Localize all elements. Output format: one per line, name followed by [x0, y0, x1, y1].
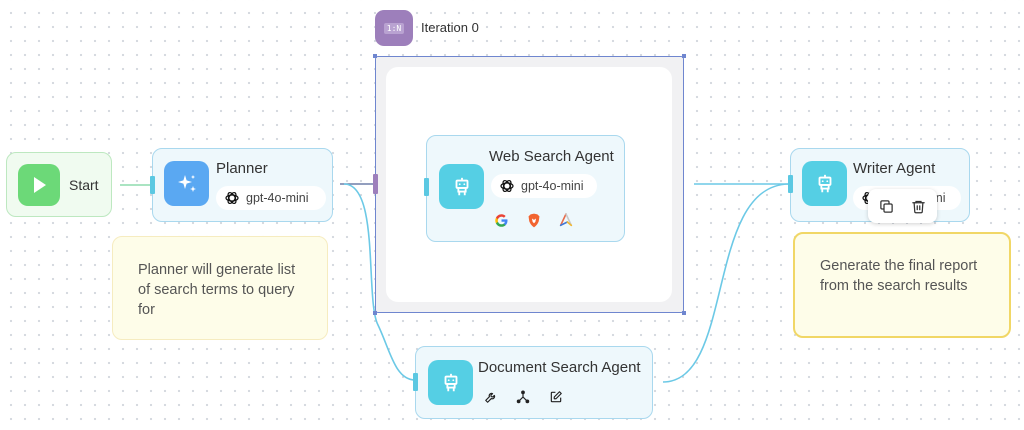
web-search-model-chip[interactable]: gpt-4o-mini [491, 174, 597, 198]
graph-icon[interactable] [514, 388, 532, 406]
writer-input-handle[interactable] [788, 175, 793, 193]
copy-icon[interactable] [877, 197, 895, 215]
planner-label: Planner [216, 160, 268, 177]
selection-handle-tr[interactable] [682, 54, 686, 58]
robot-icon [439, 164, 484, 209]
arxiv-icon[interactable] [557, 211, 575, 229]
planner-note-text: Planner will generate list of search ter… [138, 262, 296, 318]
wrench-icon[interactable] [482, 388, 500, 406]
planner-model-chip[interactable]: gpt-4o-mini [216, 186, 326, 210]
iteration-label: Iteration 0 [421, 20, 479, 35]
document-search-agent-node[interactable]: Document Search Agent [415, 346, 653, 419]
selection-handle-br[interactable] [682, 311, 686, 315]
iteration-badge: 1:N [375, 10, 413, 46]
brave-icon[interactable] [525, 211, 543, 229]
start-label: Start [69, 177, 99, 193]
web-search-agent-node[interactable]: Web Search Agent gpt-4o-mini [426, 135, 625, 242]
web-search-model-label: gpt-4o-mini [521, 179, 584, 193]
planner-model-label: gpt-4o-mini [246, 191, 309, 205]
google-icon[interactable] [492, 211, 510, 229]
document-search-agent-label: Document Search Agent [478, 359, 641, 376]
openai-icon [225, 191, 239, 205]
writer-note-text: Generate the final report from the searc… [820, 258, 978, 294]
trash-icon[interactable] [909, 197, 927, 215]
openai-icon [500, 179, 514, 193]
start-node[interactable]: Start [6, 152, 112, 217]
web-search-input-handle[interactable] [424, 178, 429, 196]
planner-input-handle[interactable] [150, 176, 155, 194]
sparkle-icon [164, 161, 209, 206]
selection-handle-bl[interactable] [373, 311, 377, 315]
web-search-agent-label: Web Search Agent [489, 148, 614, 165]
document-search-input-handle[interactable] [413, 373, 418, 391]
selection-handle-tl[interactable] [373, 54, 377, 58]
edit-icon[interactable] [547, 388, 565, 406]
play-icon [18, 164, 60, 206]
writer-note[interactable]: Generate the final report from the searc… [793, 232, 1011, 338]
robot-icon [428, 360, 473, 405]
writer-agent-label: Writer Agent [853, 160, 936, 177]
planner-note[interactable]: Planner will generate list of search ter… [112, 236, 328, 340]
robot-icon [802, 161, 847, 206]
planner-node[interactable]: Planner gpt-4o-mini [152, 148, 333, 222]
iteration-badge-icon: 1:N [383, 22, 405, 34]
iteration-input-handle[interactable] [373, 174, 378, 194]
node-toolbar [868, 189, 937, 223]
